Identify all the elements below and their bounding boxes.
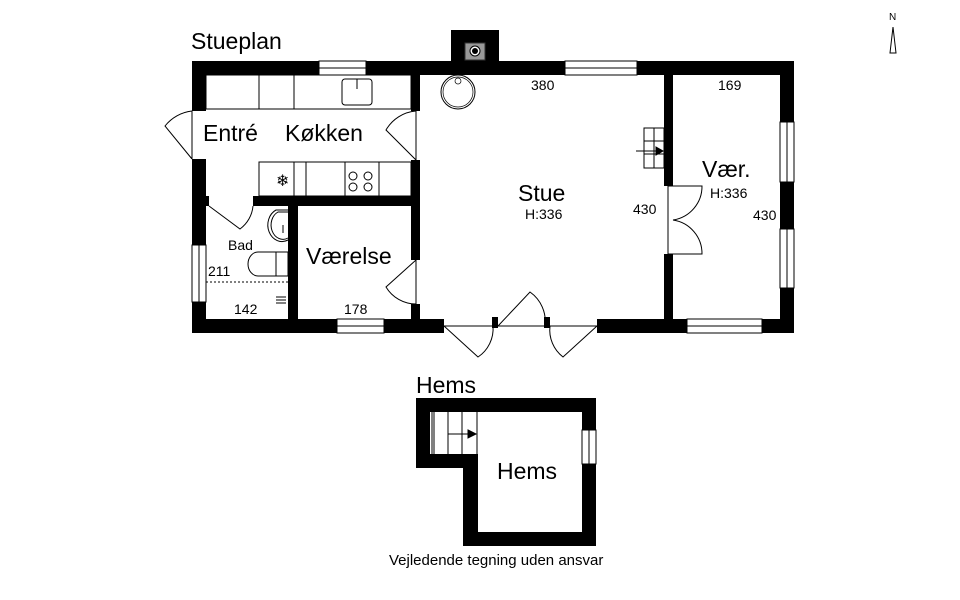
- room-label-bad: Bad: [228, 237, 253, 253]
- room-label-vaerelse: Værelse: [306, 243, 392, 269]
- dimension-bad-211: 211: [208, 263, 231, 279]
- room-label-entre: Entré: [203, 120, 258, 146]
- floor-title-stueplan: Stueplan: [191, 28, 282, 54]
- floor-title-hems: Hems: [416, 372, 477, 398]
- disclaimer-text: Vejledende tegning uden ansvar: [389, 552, 604, 569]
- ground-floor-windows: [191, 60, 795, 334]
- dimension-vaer-430: 430: [753, 207, 777, 223]
- room-label-kokken: Køkken: [285, 120, 363, 146]
- freezer-icon: ❄: [276, 171, 289, 190]
- room-height-vaer: H:336: [710, 185, 748, 201]
- room-label-hems: Hems: [497, 458, 558, 484]
- door-swings: [164, 110, 703, 358]
- stairs-ground: [636, 127, 665, 169]
- room-height-stue: H:336: [525, 206, 563, 222]
- room-label-vaer: Vær.: [702, 156, 751, 182]
- bathroom-fixtures: [206, 209, 289, 304]
- dimension-stue-380: 380: [531, 77, 555, 93]
- dimension-stue-430: 430: [633, 201, 657, 217]
- dimension-vaerelse-178: 178: [344, 301, 368, 317]
- room-label-stue: Stue: [518, 180, 566, 206]
- kitchen-fixtures: [205, 74, 412, 197]
- north-arrow: [889, 26, 897, 54]
- dimension-bad-142: 142: [234, 301, 258, 317]
- dimension-vaer-169: 169: [718, 77, 742, 93]
- compass-north-label: N: [889, 12, 897, 23]
- stairs-loft: [431, 412, 478, 454]
